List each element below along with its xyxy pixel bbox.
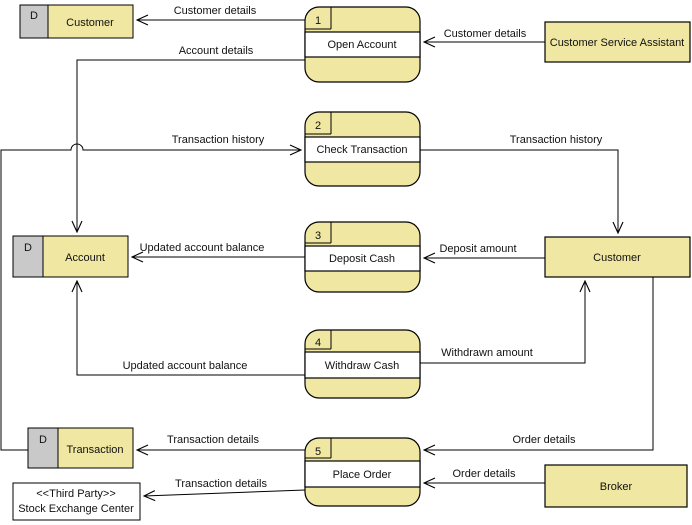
external-label: Customer xyxy=(593,252,641,264)
process-label: Open Account xyxy=(327,39,396,51)
flow-label: Order details xyxy=(513,434,576,446)
process-deposit-cash[interactable]: 3 Deposit Cash xyxy=(304,221,421,293)
store-tab xyxy=(12,235,44,278)
flow-label: Transaction details xyxy=(175,478,267,490)
process-label: Deposit Cash xyxy=(329,253,395,265)
external-shape xyxy=(544,236,691,278)
flow-transaction-store-to-check-transaction[interactable] xyxy=(0,143,301,451)
store-label: Customer xyxy=(66,17,114,29)
store-label: Account xyxy=(65,252,105,264)
store-tab xyxy=(19,4,49,39)
flow-customer-to-place-order[interactable] xyxy=(424,277,654,450)
flow-label: Updated account balance xyxy=(140,242,265,254)
flow-label: Account details xyxy=(179,45,254,57)
process-place-order[interactable]: 5 Place Order xyxy=(304,437,421,507)
store-tag: D xyxy=(30,10,38,22)
flow-label: Transaction history xyxy=(172,134,265,146)
data-store-customer[interactable]: D Customer xyxy=(19,4,134,39)
flow-label: Deposit amount xyxy=(439,243,516,255)
process-id: 1 xyxy=(315,15,321,27)
flow-label: Customer details xyxy=(444,28,527,40)
external-shape xyxy=(12,482,141,521)
flow-label: Withdrawn amount xyxy=(441,347,533,359)
process-check-transaction[interactable]: 2 Check Transaction xyxy=(304,111,421,187)
flow-label: Transaction history xyxy=(510,134,603,146)
process-name-band xyxy=(304,351,421,379)
flow-withdraw-cash-to-account-store[interactable] xyxy=(77,281,305,376)
flow-withdraw-cash-to-customer[interactable] xyxy=(420,281,585,364)
process-label: Check Transaction xyxy=(316,144,407,156)
process-name-band xyxy=(304,460,421,488)
flow-place-order-to-stock-exchange-center[interactable] xyxy=(144,489,306,496)
process-id: 5 xyxy=(315,446,321,458)
process-name-band xyxy=(304,31,421,58)
process-label: Withdraw Cash xyxy=(325,360,400,372)
process-label: Place Order xyxy=(333,469,392,481)
external-label: Customer Service Assistant xyxy=(550,37,685,49)
flow-label: Order details xyxy=(453,468,516,480)
process-withdraw-cash[interactable]: 4 Withdraw Cash xyxy=(304,329,421,399)
process-id: 2 xyxy=(315,120,321,132)
flows-layer: Customer details Customer details Accoun… xyxy=(0,5,654,496)
store-tag: D xyxy=(24,242,32,254)
external-customer-service-assistant[interactable]: Customer Service Assistant xyxy=(544,21,691,63)
store-label: Transaction xyxy=(66,444,123,456)
process-open-account[interactable]: 1 Open Account xyxy=(304,6,421,83)
data-store-transaction[interactable]: D Transaction xyxy=(27,427,134,469)
store-tag: D xyxy=(39,434,47,446)
process-name-band xyxy=(304,136,421,163)
process-id: 3 xyxy=(315,230,321,242)
flow-check-transaction-to-customer[interactable] xyxy=(420,149,618,233)
external-stock-exchange-center[interactable]: <<Third Party>> Stock Exchange Center xyxy=(12,482,141,521)
external-broker[interactable]: Broker xyxy=(544,464,688,508)
store-tab xyxy=(27,427,59,469)
external-shape xyxy=(544,21,691,63)
external-stereotype: <<Third Party>> xyxy=(36,488,116,500)
data-store-account[interactable]: D Account xyxy=(12,235,129,278)
flow-label: Customer details xyxy=(174,5,257,17)
external-label: Stock Exchange Center xyxy=(18,503,134,515)
process-id: 4 xyxy=(315,337,321,349)
process-name-band xyxy=(304,245,421,272)
external-customer[interactable]: Customer xyxy=(544,236,691,278)
external-shape xyxy=(544,464,688,508)
flow-label: Updated account balance xyxy=(123,360,248,372)
external-label: Broker xyxy=(600,481,633,493)
flow-label: Transaction details xyxy=(167,434,259,446)
flow-open-account-to-account-store[interactable] xyxy=(77,59,305,232)
